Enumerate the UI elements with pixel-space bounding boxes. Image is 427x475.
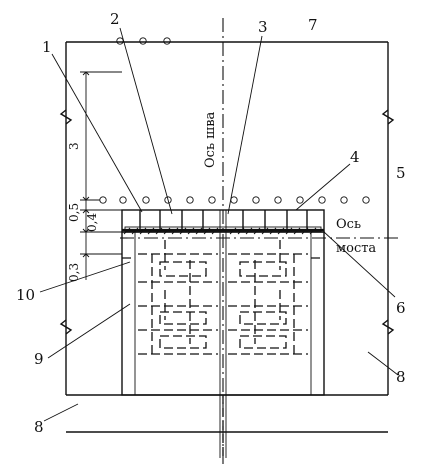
bridge-axis-label-line1: Ось [336,217,361,232]
dimension-lines [80,71,122,280]
callout-2: 2 [110,10,120,28]
callout-8-left: 8 [34,418,44,436]
bridge-axis-label-line2: моста [336,241,376,256]
slab-outline [59,41,395,433]
callout-1: 1 [42,38,52,56]
dim-0-4: 0,4 [85,213,99,232]
callout-8-right: 8 [396,368,406,386]
callout-3: 3 [258,18,268,36]
steel-plate-hatch [123,227,317,235]
dim-0-3: 0,3 [67,263,81,282]
dim-3: 3 [67,142,81,150]
callout-7: 7 [308,16,318,34]
callout-10: 10 [16,286,35,304]
leader-lines [39,27,399,422]
seam-axis-label: Ось шва [203,111,218,168]
dim-0-5: 0,5 [67,203,81,222]
callout-5: 5 [396,164,406,182]
anchor-block [121,231,325,396]
reinforcement-cage [122,240,324,355]
callout-4: 4 [350,148,360,166]
callout-9: 9 [34,350,44,368]
callout-6: 6 [396,299,406,317]
